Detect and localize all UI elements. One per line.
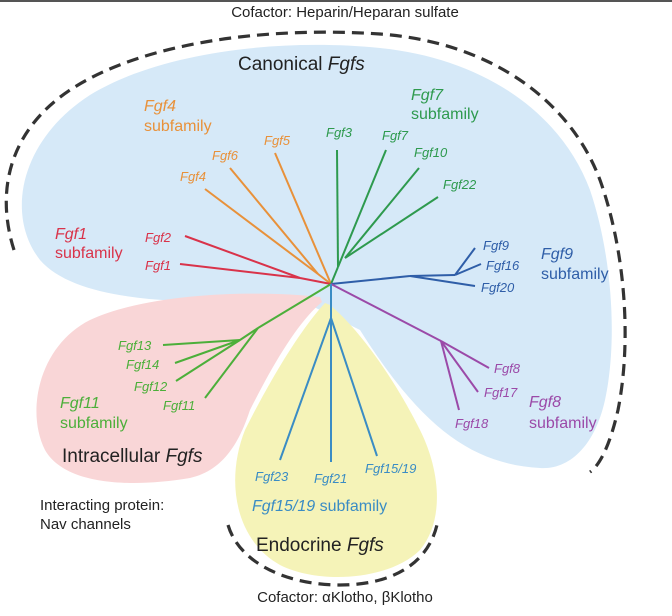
fgf4-subfamily-name: Fgf4: [144, 98, 176, 115]
branch-fgf4: [204, 188, 319, 275]
gene-label-fgf13: Fgf13: [118, 338, 152, 353]
fgf15-19-subfamily-label: Fgf15/19 subfamily: [252, 498, 387, 515]
canonical-cofactor-dashed-boundary: [4, 30, 627, 474]
gene-label-fgf17: Fgf17: [484, 385, 518, 400]
fgf8-subfamily-name: Fgf8: [529, 394, 561, 411]
branch-fgf1: [179, 263, 301, 279]
fgf4-subfamily-suffix: subfamily: [144, 118, 212, 135]
gene-label-fgf1: Fgf1: [145, 258, 171, 273]
branch-fgf18: [440, 340, 460, 411]
gene-label-fgf22: Fgf22: [443, 177, 477, 192]
fgf11-subfamily-name: Fgf11: [60, 395, 100, 412]
intracellular-group-title: Intracellular Fgfs: [62, 446, 203, 467]
branch-fgf14: [174, 339, 241, 364]
gene-label-fgf5: Fgf5: [264, 133, 291, 148]
gene-label-fgf16: Fgf16: [486, 258, 520, 273]
fgf1-subfamily-name: Fgf1: [55, 226, 87, 243]
endocrine-group-title: Endocrine Fgfs: [256, 535, 384, 556]
gene-label-fgf7: Fgf7: [382, 128, 409, 143]
branch-fgf11: [204, 327, 259, 399]
canonical-region: [21, 44, 612, 469]
branch-fgf8-stem: [330, 283, 442, 342]
branch-fgf10: [344, 167, 420, 259]
branch-fgf9-inner: [409, 274, 456, 277]
fgf9-subfamily-name: Fgf9: [541, 246, 573, 263]
branch-fgf15-19: [330, 317, 378, 457]
gene-label-fgf15-19: Fgf15/19: [365, 461, 416, 476]
branch-fgf8: [440, 340, 490, 369]
fgf8-subfamily-suffix: subfamily: [529, 415, 597, 432]
fgf7-subfamily-suffix: subfamily: [411, 106, 479, 123]
branch-fgf4-stem: [317, 273, 332, 285]
intracellular-region: [36, 293, 323, 483]
branch-fgf1-stem: [299, 277, 332, 285]
gene-label-fgf6: Fgf6: [212, 148, 239, 163]
bottom-cofactor-label: Cofactor: αKlotho, βKlotho: [257, 589, 433, 606]
branch-fgf13: [162, 339, 241, 346]
fgf7-subfamily-name: Fgf7: [411, 87, 444, 104]
branch-fgf17: [440, 340, 479, 393]
branch-fgf16: [454, 263, 482, 276]
gene-label-fgf2: Fgf2: [145, 230, 172, 245]
gene-label-fgf12: Fgf12: [134, 379, 168, 394]
gene-label-fgf11: Fgf11: [163, 398, 195, 413]
gene-label-fgf18: Fgf18: [455, 416, 489, 431]
branch-fgf11-stem: [257, 283, 332, 329]
top-border: [0, 0, 672, 2]
gene-label-fgf14: Fgf14: [126, 357, 159, 372]
gene-label-fgf23: Fgf23: [255, 469, 289, 484]
branch-fgf11-inner: [239, 327, 259, 341]
fgf9-subfamily-suffix: subfamily: [541, 266, 609, 283]
fgf1-subfamily-suffix: subfamily: [55, 245, 123, 262]
nav-channels-label: Nav channels: [40, 516, 131, 533]
branch-fgf6: [229, 167, 319, 275]
branch-fgf9: [454, 247, 476, 276]
top-cofactor-label: Cofactor: Heparin/Heparan sulfate: [231, 4, 459, 21]
gene-label-fgf20: Fgf20: [481, 280, 515, 295]
gene-label-fgf3: Fgf3: [326, 125, 353, 140]
branch-fgf7-stem: [330, 266, 339, 285]
gene-label-fgf21: Fgf21: [314, 471, 347, 486]
gene-label-fgf4: Fgf4: [180, 169, 206, 184]
gene-label-fgf9: Fgf9: [483, 238, 509, 253]
branch-fgf20: [409, 275, 476, 287]
canonical-group-title: Canonical Fgfs: [238, 54, 365, 75]
branch-fgf22: [344, 196, 439, 259]
fgf11-subfamily-suffix: subfamily: [60, 415, 128, 432]
branch-fgf12: [175, 339, 241, 382]
gene-label-fgf8: Fgf8: [494, 361, 521, 376]
branch-fgf7: [337, 149, 387, 268]
branch-fgf23: [279, 317, 332, 461]
gene-label-fgf10: Fgf10: [414, 145, 448, 160]
interacting-protein-label: Interacting protein:: [40, 497, 164, 514]
endocrine-cofactor-dashed-boundary: [226, 519, 440, 587]
endocrine-region: [235, 303, 437, 577]
branch-fgf9-stem: [330, 275, 411, 285]
branch-fgf2: [184, 235, 301, 279]
branch-fgf5: [274, 152, 332, 285]
branch-fgf3: [336, 149, 339, 268]
